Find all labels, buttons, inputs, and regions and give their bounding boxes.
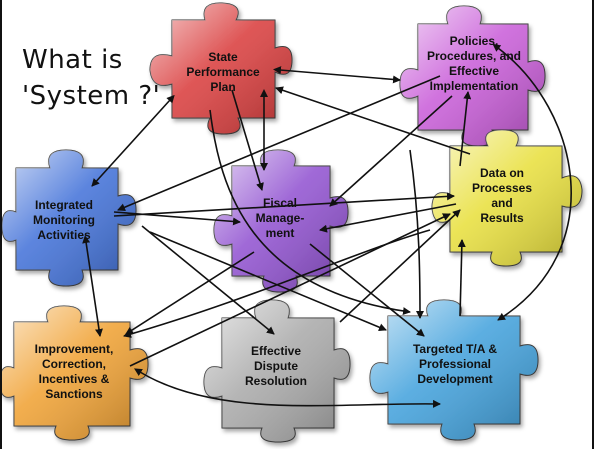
data-label: Data on Processes and Results [471, 166, 533, 225]
arrow-integrated-to-improvement [82, 235, 103, 337]
arrow-plan-to-fiscal [231, 89, 264, 191]
arrow-data-to-improvement-curve [123, 229, 431, 338]
arrow-plan-down-to-targeted [409, 149, 424, 319]
integrated-label: Integrated Monitoring Activities [33, 198, 95, 242]
connection-arrows [82, 43, 572, 408]
arrow-policies-to-targeted-curve [492, 43, 572, 321]
arrow-policies-to-fiscal [329, 95, 453, 207]
puzzle-piece-state-plan [149, 2, 293, 135]
improvement-label: Improvement, Correction, Incentives & Sa… [34, 342, 114, 401]
arrow-integrated-to-data [113, 192, 455, 217]
fiscal-label: Fiscal Manage- ment [255, 196, 305, 240]
dispute-label: Effective Dispute Resolution [245, 344, 307, 388]
arrow-data-to-fiscal [319, 203, 457, 233]
arrow-policies-to-integrated [117, 75, 441, 212]
arrow-fiscal-to-targeted [309, 243, 425, 337]
targeted-label: Targeted T/A & Professional Development [412, 342, 497, 386]
policies-label: Policies, Procedures, and Effective Impl… [426, 34, 522, 93]
arrow-targeted-to-data [457, 239, 466, 317]
arrow-dispute-to-data [339, 209, 461, 323]
puzzle-piece-data [431, 129, 583, 267]
arrow-plan-to-policies [273, 66, 401, 84]
arrow-improvement-to-targeted-curve [133, 368, 441, 408]
arrow-integrated-to-fiscal [113, 211, 241, 226]
arrow-plan-to-integrated [91, 94, 175, 187]
puzzle-piece-improvement [0, 305, 149, 441]
arrow-data-to-policies [459, 91, 472, 167]
arrow-data-to-plan [275, 86, 471, 155]
slide-title: What is 'System ?' [22, 45, 161, 111]
arrow-integrated-to-targeted [149, 231, 387, 332]
state-plan-label: State Performance Plan [186, 50, 260, 94]
arrow-integrated-to-dispute [141, 225, 275, 335]
arrow-plan-to-targeted [209, 109, 411, 316]
